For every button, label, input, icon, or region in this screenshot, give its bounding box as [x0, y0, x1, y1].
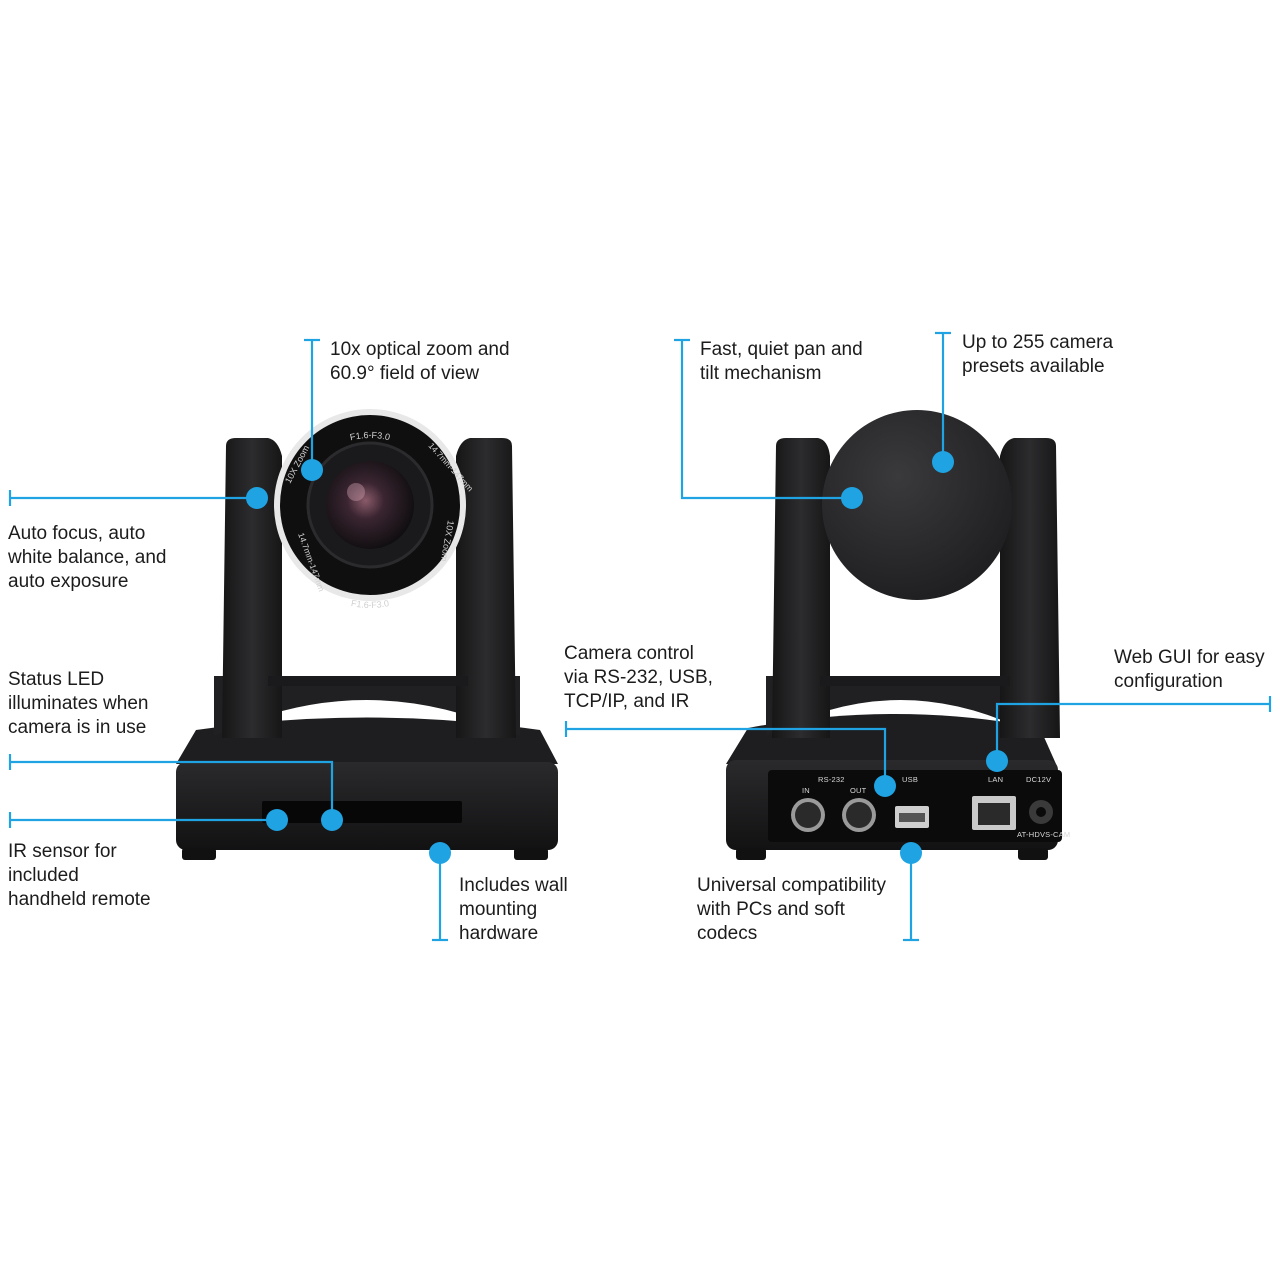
callout-line: with PCs and soft — [697, 899, 845, 920]
callout-ir-sensor: IR sensor for included handheld remote — [8, 840, 151, 912]
leader-presets-dot — [932, 451, 954, 473]
callout-line: Includes wall — [459, 875, 568, 896]
callout-line: illuminates when — [8, 693, 149, 714]
front-arm-right — [456, 438, 516, 738]
callout-autofocus: Auto focus, auto white balance, and auto… — [8, 522, 166, 594]
callout-line: included — [8, 865, 79, 886]
lens-highlight — [347, 483, 365, 501]
callout-wall-mount: Includes wall mounting hardware — [459, 874, 568, 946]
callout-zoom: 10x optical zoom and 60.9° field of view — [330, 338, 510, 386]
leader-status-led-dot — [321, 809, 343, 831]
lens-glass — [326, 461, 414, 549]
rs232-label: RS-232 — [818, 775, 845, 784]
leader-ir-sensor-dot — [266, 809, 288, 831]
callout-web-gui: Web GUI for easy configuration — [1114, 646, 1265, 694]
rear-disc — [822, 410, 1012, 600]
callout-line: presets available — [962, 356, 1105, 377]
front-foot-left — [182, 848, 216, 860]
front-arm-left — [222, 438, 282, 738]
lan-label: LAN — [988, 775, 1004, 784]
callout-line: white balance, and — [8, 547, 167, 568]
callout-line: IR sensor for — [8, 841, 117, 862]
callout-line: configuration — [1114, 671, 1223, 692]
usb-label: USB — [902, 775, 919, 784]
usb-port-inner — [899, 813, 925, 822]
callout-line: Camera control — [564, 643, 694, 664]
callout-compat: Universal compatibility with PCs and sof… — [697, 874, 886, 946]
leader-control — [566, 727, 887, 786]
rs232-in-port-inner — [795, 802, 821, 828]
leader-control-dot — [874, 775, 896, 797]
leader-pan-tilt-dot — [841, 487, 863, 509]
callout-line: tilt mechanism — [700, 363, 822, 384]
callout-line: 60.9° field of view — [330, 363, 480, 384]
rs232-out-port-inner — [846, 802, 872, 828]
lens-top-text: F1.6-F3.0 — [349, 430, 391, 442]
leader-pan-tilt — [680, 340, 852, 500]
callout-line: Status LED — [8, 669, 105, 690]
callout-status-led: Status LED illuminates when camera is in… — [8, 668, 148, 740]
callout-line: camera is in use — [8, 717, 147, 738]
model-label: AT-HDVS-CAM — [1017, 830, 1071, 839]
leader-status-led — [10, 760, 334, 820]
callout-line: auto exposure — [8, 571, 129, 592]
callout-line: mounting — [459, 899, 538, 920]
front-camera: F1.6-F3.0 F1.6-F3.0 14.7mm-147mm 14.7mm-… — [176, 409, 558, 860]
lan-port-inner — [978, 803, 1010, 825]
rear-arm-right — [1000, 438, 1060, 738]
rear-foot-right — [1018, 848, 1048, 860]
callout-leaders — [8, 331, 1272, 942]
dc-port-inner — [1036, 807, 1046, 817]
front-foot-right — [514, 848, 548, 860]
callout-line: 10x optical zoom and — [330, 339, 510, 360]
rs232-out-label: OUT — [850, 786, 867, 795]
callout-line: codecs — [697, 923, 758, 944]
callout-presets: Up to 255 camera presets available — [962, 331, 1113, 379]
rear-foot-left — [736, 848, 766, 860]
leader-web-gui — [995, 702, 1270, 761]
rear-camera — [726, 410, 1062, 860]
dc-label: DC12V — [1026, 775, 1052, 784]
callout-line: TCP/IP, and IR — [564, 691, 690, 712]
rear-yoke-base — [766, 676, 1036, 736]
callout-line: hardware — [459, 923, 539, 944]
callout-line: Auto focus, auto — [8, 523, 146, 544]
callout-control: Camera control via RS-232, USB, TCP/IP, … — [564, 642, 713, 714]
rear-arm-left — [772, 438, 830, 738]
lens-bottom-text: F1.6-F3.0 — [350, 598, 390, 610]
front-yoke-base — [214, 676, 520, 736]
rs232-in-label: IN — [802, 786, 810, 795]
callout-line: Web GUI for easy — [1114, 647, 1265, 668]
leader-autofocus-dot — [246, 487, 268, 509]
callout-pan-tilt: Fast, quiet pan and tilt mechanism — [700, 338, 863, 386]
rear-yoke-bridge — [820, 676, 1010, 686]
ir-window — [262, 801, 462, 823]
callout-dots — [246, 451, 1008, 864]
callout-line: handheld remote — [8, 889, 151, 910]
front-yoke-bridge — [268, 676, 468, 686]
callout-line: Up to 255 camera — [962, 332, 1114, 353]
leader-zoom-dot — [301, 459, 323, 481]
leader-web-gui-dot — [986, 750, 1008, 772]
callout-line: via RS-232, USB, — [564, 667, 713, 688]
leader-wall-mount-dot — [429, 842, 451, 864]
leader-compat-dot — [900, 842, 922, 864]
callout-line: Fast, quiet pan and — [700, 339, 863, 360]
callout-line: Universal compatibility — [697, 875, 887, 896]
